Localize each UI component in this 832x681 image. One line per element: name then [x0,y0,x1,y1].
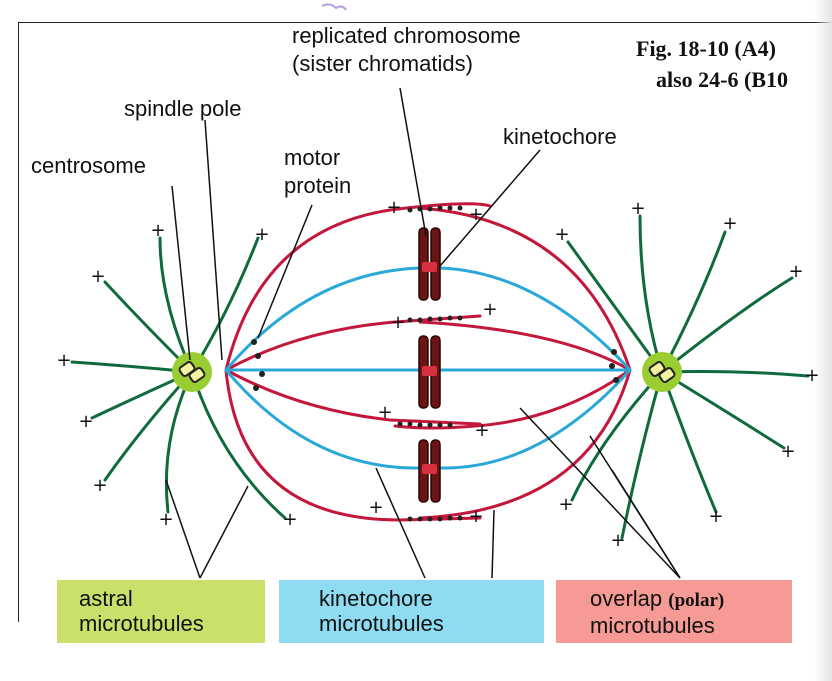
legend-kinetochore-line1: kinetochore [319,586,433,611]
plus-sign: + [78,411,93,432]
plus-ends: + + + + + + + + + + + + + + + + + + + + … [56,197,819,551]
plus-sign: + [468,204,483,225]
plus-sign: + [386,197,401,218]
legend-astral-line2: microtubules [79,611,204,636]
legend-overlap-line1: overlap [590,586,663,611]
kinetochore-microtubules [224,266,632,470]
legend-overlap: overlap (polar) microtubules [556,580,792,643]
legend-astral: astral microtubules [57,580,265,643]
overlap-microtubules [224,202,632,522]
plus-sign: + [554,224,569,245]
plus-sign: + [780,441,795,462]
plus-sign: + [377,402,392,423]
figure-frame [18,22,832,622]
plus-sign: + [90,266,105,287]
plus-sign: + [482,299,497,320]
leader-lines [165,87,681,579]
motor-protein-dots [251,205,619,522]
plus-sign: + [630,198,645,219]
plus-sign: + [468,506,483,527]
astral-microtubules-right [566,214,810,540]
plus-sign: + [368,497,383,518]
protein-label: protein [284,173,352,198]
plus-sign: + [722,213,737,234]
plus-sign: + [558,494,573,515]
plus-sign: + [804,365,819,386]
page-edge-shadow [814,0,832,681]
plus-sign: + [788,261,803,282]
spindle-pole-label: spindle pole [124,96,242,121]
plus-sign: + [158,509,173,530]
motor-label: motor [284,145,341,170]
plus-sign: + [92,475,107,496]
plus-sign: + [56,350,71,371]
plus-sign: + [282,509,297,530]
plus-sign: + [254,224,269,245]
legend-overlap-polar: (polar) [668,590,725,611]
plus-sign: + [708,506,723,527]
kinetochore-marks [422,262,437,474]
legend-overlap-line2: microtubules [590,613,715,638]
legend-kinetochore: kinetochore microtubules [279,580,544,643]
emblem-icon [321,3,347,11]
legend-astral-line1: astral [79,586,133,611]
figure-ref-line2: also 24-6 (B10 [656,67,788,92]
legend-kinetochore-line2: microtubules [319,611,444,636]
plus-sign: + [150,220,165,241]
replicated-chromosome-label: replicated chromosome [292,23,521,48]
plus-sign: + [390,312,405,333]
centrosome-label: centrosome [31,153,146,178]
plus-sign: + [610,530,625,551]
plus-sign: + [474,420,489,441]
sister-chromatids-label: (sister chromatids) [292,51,473,76]
figure-ref-line1: Fig. 18-10 (A4) [636,36,776,61]
kinetochore-label: kinetochore [503,124,617,149]
centrosome-left [172,352,212,392]
centrosome-right [642,352,682,392]
